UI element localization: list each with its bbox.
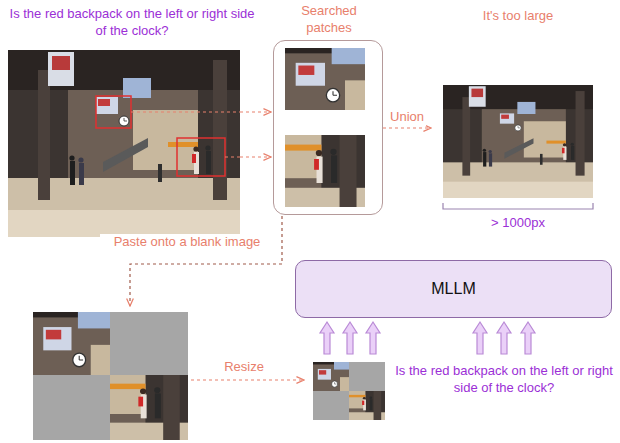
model-name: MLLM: [431, 279, 475, 300]
box-heading: Searched patches: [289, 3, 369, 37]
search-box: [96, 96, 131, 128]
input-arrow: [343, 322, 357, 354]
dashed-lead: [131, 111, 240, 112]
width-bracket: [443, 203, 593, 209]
blank-area: [349, 362, 385, 391]
dashed-arrow: [240, 111, 271, 112]
pasted-patch: [0, 284, 195, 443]
blank-area: [110, 312, 188, 375]
step-label: Resize: [214, 359, 274, 376]
paste-arrow: [130, 216, 282, 306]
dimension-label: > 1000px: [443, 215, 593, 232]
question-text: Is the red backpack on the left or right…: [388, 363, 620, 397]
photo-content: [8, 50, 240, 237]
input-arrow: [366, 322, 380, 354]
blank-area: [33, 375, 110, 440]
blank-area: [313, 391, 349, 420]
dashed-arrow: [383, 127, 431, 128]
photo-content: [0, 284, 195, 443]
step-label: Paste onto a blank image: [100, 234, 274, 251]
input-photo: [8, 50, 240, 237]
input-arrow: [521, 322, 535, 354]
union-image: [443, 85, 593, 198]
note-text: It's too large: [443, 8, 593, 25]
photo-content: [262, 350, 389, 440]
search-box: [177, 138, 225, 176]
patch-image: [91, 34, 372, 258]
resize-arrow: [191, 379, 304, 380]
resized-patch: [262, 350, 389, 440]
photo-content: [443, 85, 593, 198]
photo-content: [178, 0, 487, 252]
input-arrow: [473, 322, 487, 354]
edge-label: Union: [388, 109, 426, 126]
dashed-lead: [225, 156, 240, 157]
dashed-arrow: [240, 156, 271, 157]
photo-content: [91, 34, 372, 258]
input-arrow: [320, 322, 334, 354]
input-arrow: [497, 322, 511, 354]
model-box: MLLM: [295, 260, 612, 318]
patch-image: [178, 0, 487, 252]
union-frame: It's too large> 1000px: [443, 85, 593, 198]
patches-box: Searched patches: [273, 40, 383, 215]
question-text: Is the red backpack on the left or right…: [4, 6, 260, 40]
input-photo-frame: Is the red backpack on the left or right…: [8, 50, 240, 237]
